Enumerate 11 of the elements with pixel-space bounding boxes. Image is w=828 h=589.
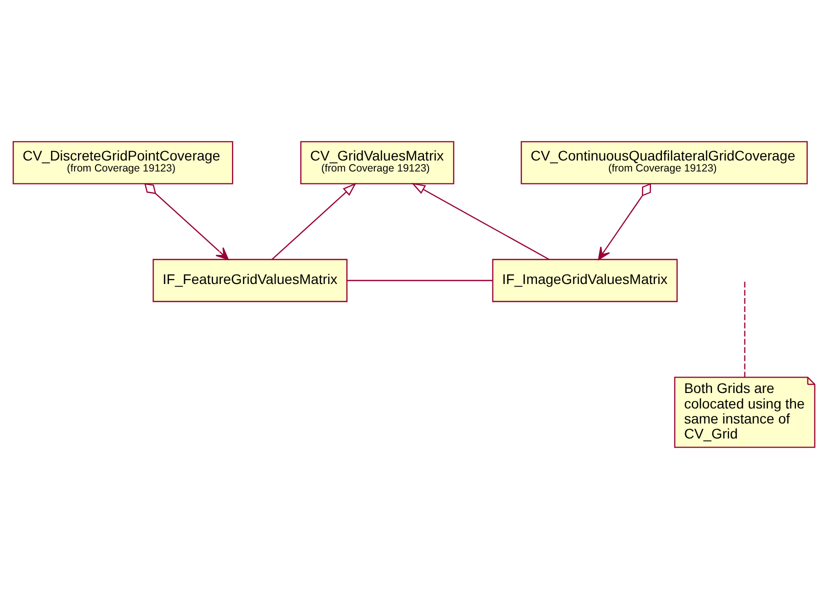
arrow [598, 183, 652, 260]
node-box: IF_ImageGridValuesMatrix [492, 258, 678, 302]
node-box: CV_GridValuesMatrix (from Coverage 19123) [300, 141, 454, 184]
arrow [144, 183, 229, 260]
connector [744, 282, 746, 378]
arrow [411, 182, 550, 260]
node-box: CV_DiscreteGridPointCoverage (from Coverage 19123) [12, 141, 234, 184]
arrow [272, 182, 356, 260]
connector [347, 280, 493, 282]
node-box: IF_FeatureGridValuesMatrix [152, 258, 348, 302]
node-box: CV_ContinuousQuadfilateralGridCoverage (from Coverage 19123) [520, 141, 808, 184]
